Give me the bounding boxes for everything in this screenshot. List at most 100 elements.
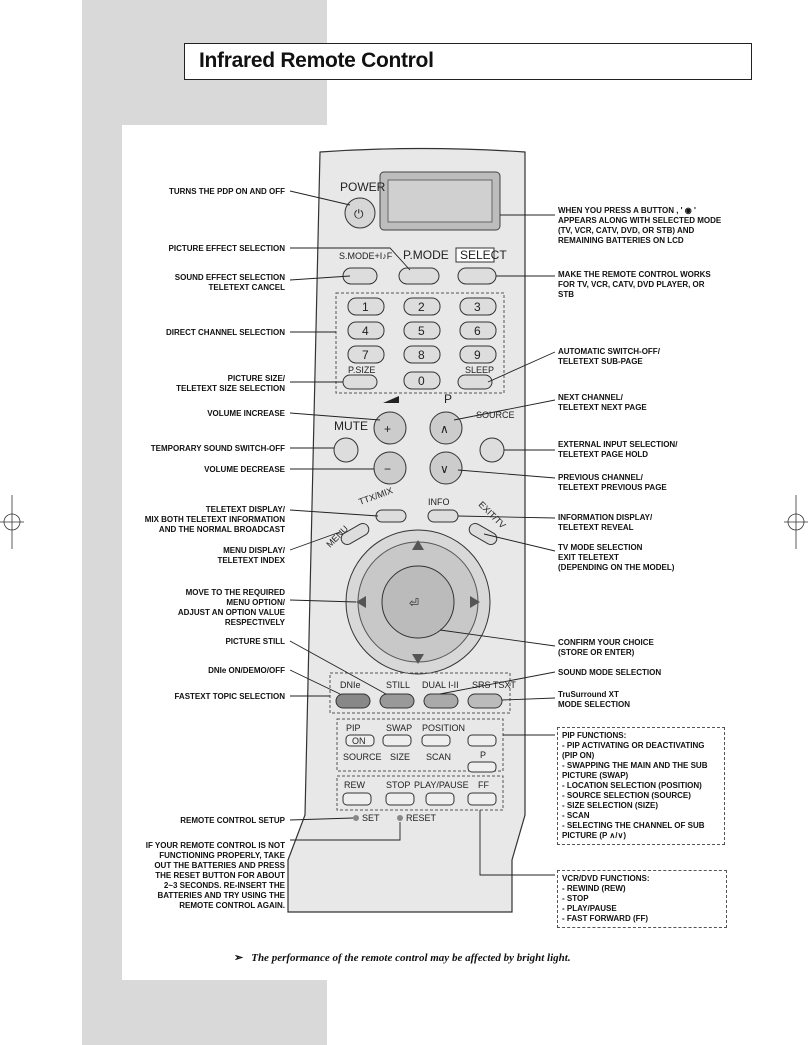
callout-line: TELETEXT SUB-PAGE (558, 357, 643, 366)
number-key-9[interactable] (459, 345, 497, 364)
callout-line: TELETEXT DISPLAY/ (205, 505, 285, 514)
callout-line: TELETEXT PREVIOUS PAGE (558, 483, 667, 492)
svg-text:INFO: INFO (428, 497, 450, 507)
left-callout: PICTURE EFFECT SELECTION (125, 244, 285, 254)
svg-text:⏎: ⏎ (409, 596, 419, 610)
left-callout: TEMPORARY SOUND SWITCH-OFF (125, 444, 285, 454)
number-key-label: 0 (418, 374, 425, 388)
svg-text:SCAN: SCAN (426, 752, 451, 762)
svg-text:P.MODE: P.MODE (403, 248, 449, 262)
function-line: - FAST FORWARD (FF) (562, 914, 649, 923)
function-line: PIP FUNCTIONS: (562, 731, 627, 740)
number-key-6[interactable] (459, 321, 497, 340)
callout-line: FUNCTIONING PROPERLY, TAKE (159, 851, 285, 860)
number-key-8[interactable] (403, 345, 441, 364)
power-button (344, 197, 376, 229)
callout-line: AUTOMATIC SWITCH-OFF/ (558, 347, 660, 356)
callout-line: VOLUME DECREASE (204, 465, 285, 474)
number-key-label: 4 (362, 324, 369, 338)
svg-text:PLAY/PAUSE: PLAY/PAUSE (414, 780, 469, 790)
svg-text:P: P (480, 750, 486, 760)
left-callout: TELETEXT DISPLAY/MIX BOTH TELETEXT INFOR… (125, 505, 285, 535)
number-key-4[interactable] (347, 321, 385, 340)
number-key-label: 8 (418, 348, 425, 362)
pip-functions-box: PIP FUNCTIONS:- PIP ACTIVATING OR DEACTI… (557, 727, 725, 845)
leader-lines (289, 190, 556, 876)
callout-line: TURNS THE PDP ON AND OFF (168, 187, 285, 196)
callout-line: PICTURE STILL (225, 637, 285, 646)
callout-line: TV MODE SELECTION (558, 543, 643, 552)
callout-line: ADJUST AN OPTION VALUE (177, 608, 285, 617)
number-key-5[interactable] (403, 321, 441, 340)
function-line: - SCAN (562, 811, 590, 820)
number-key-3[interactable] (459, 297, 497, 316)
registration-mark-left (0, 495, 24, 549)
function-line: PICTURE (SWAP) (562, 771, 629, 780)
right-callout: WHEN YOU PRESS A BUTTON , ' ◉ 'APPEARS A… (558, 206, 728, 246)
number-key-1[interactable] (347, 297, 385, 316)
callout-line: PICTURE EFFECT SELECTION (168, 244, 285, 253)
callout-line: REMAINING BATTERIES ON LCD (558, 236, 684, 245)
callout-line: AND THE NORMAL BROADCAST (158, 525, 285, 534)
callout-line: RESPECTIVELY (224, 618, 285, 627)
svg-text:SWAP: SWAP (386, 723, 412, 733)
number-key-2[interactable] (403, 297, 441, 316)
svg-text:P: P (444, 392, 452, 406)
callout-line: (TV, VCR, CATV, DVD, OR STB) AND (558, 226, 695, 235)
callout-line: REMOTE CONTROL SETUP (180, 816, 285, 825)
arrow-icon: ➢ (234, 952, 244, 964)
right-callout: PREVIOUS CHANNEL/TELETEXT PREVIOUS PAGE (558, 473, 728, 493)
svg-text:SIZE: SIZE (390, 752, 410, 762)
callout-line: TruSurround XT (558, 690, 619, 699)
callout-line: INFORMATION DISPLAY/ (558, 513, 653, 522)
enter-button (381, 565, 455, 639)
callout-line: TELETEXT REVEAL (558, 523, 634, 532)
callout-line: MODE SELECTION (558, 700, 631, 709)
left-callout: VOLUME DECREASE (125, 465, 285, 475)
svg-text:+: + (384, 422, 391, 436)
callout-line: FASTEXT TOPIC SELECTION (174, 692, 285, 701)
callout-line: MAKE THE REMOTE CONTROL WORKS (558, 270, 711, 279)
svg-text:STOP: STOP (386, 780, 410, 790)
callout-line: MOVE TO THE REQUIRED (185, 588, 285, 597)
callout-line: PICTURE SIZE/ (227, 374, 285, 383)
callout-line: SOUND EFFECT SELECTION (174, 273, 285, 282)
svg-text:FF: FF (478, 780, 489, 790)
svg-text:DNIe: DNIe (340, 680, 361, 690)
number-key-7[interactable] (347, 345, 385, 364)
function-line: - PLAY/PAUSE (562, 904, 617, 913)
callout-line: TELETEXT CANCEL (208, 283, 285, 292)
vcr-functions-box: VCR/DVD FUNCTIONS:- REWIND (REW)- STOP- … (557, 870, 727, 928)
left-callout: REMOTE CONTROL SETUP (125, 816, 285, 826)
svg-text:DUAL I-II: DUAL I-II (422, 680, 459, 690)
svg-text:SELECT: SELECT (460, 248, 507, 262)
callout-line: FOR TV, VCR, CATV, DVD PLAYER, OR (558, 280, 705, 289)
right-callout: EXTERNAL INPUT SELECTION/TELETEXT PAGE H… (558, 440, 728, 460)
right-callout: AUTOMATIC SWITCH-OFF/TELETEXT SUB-PAGE (558, 347, 728, 367)
callout-line: TELETEXT PAGE HOLD (558, 450, 649, 459)
left-callout: VOLUME INCREASE (125, 409, 285, 419)
callout-line: MIX BOTH TELETEXT INFORMATION (144, 515, 285, 524)
volume-up-button (373, 411, 407, 445)
callout-line: OUT THE BATTERIES AND PRESS (154, 861, 285, 870)
function-line: - SELECTING THE CHANNEL OF SUB (562, 821, 705, 830)
bright-light-note: ➢The performance of the remote control m… (234, 952, 571, 964)
left-callout: DIRECT CHANNEL SELECTION (125, 328, 285, 338)
registration-mark-right (784, 495, 808, 549)
callout-line: TEMPORARY SOUND SWITCH-OFF (150, 444, 285, 453)
svg-text:ON: ON (352, 736, 366, 746)
svg-text:STILL: STILL (386, 680, 410, 690)
callout-line: STB (558, 290, 574, 299)
select-button (457, 267, 497, 285)
remote-body (287, 147, 526, 913)
number-key-0[interactable] (403, 371, 441, 390)
callout-line: 2~3 SECONDS. RE-INSERT THE (163, 881, 285, 890)
callout-line: VOLUME INCREASE (207, 409, 285, 418)
left-callout: PICTURE STILL (125, 637, 285, 647)
power-icon: ⏻ (354, 207, 364, 221)
